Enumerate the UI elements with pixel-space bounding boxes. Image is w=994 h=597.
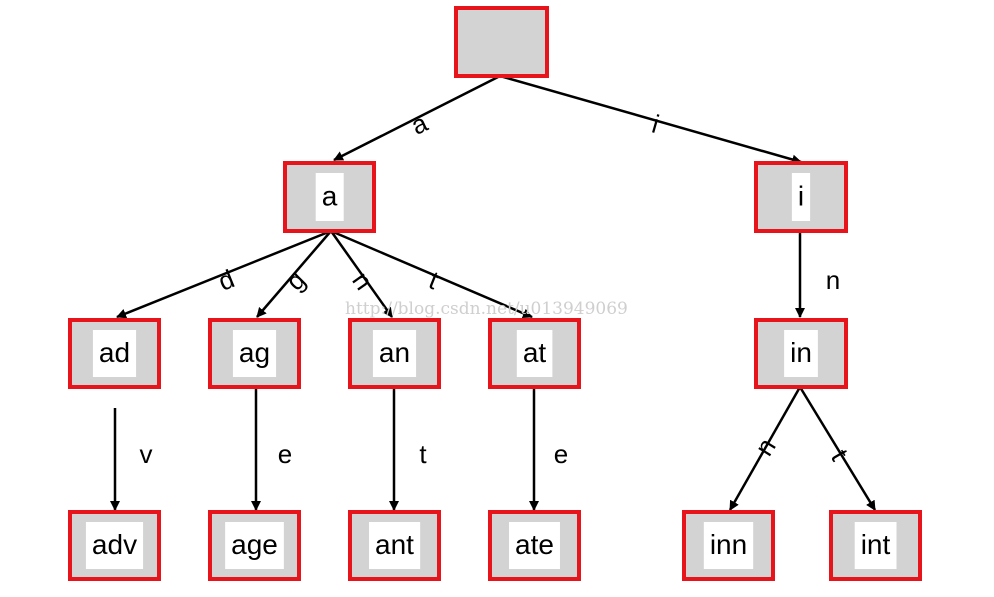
trie-node-inn: inn <box>682 510 775 581</box>
node-box <box>454 6 549 78</box>
node-label-background <box>92 330 137 377</box>
node-label-background <box>516 330 553 377</box>
node-label: ad <box>99 337 130 368</box>
node-label: i <box>798 180 804 211</box>
edge-arrow-a-ag <box>256 230 332 318</box>
node-label: ag <box>239 337 270 368</box>
node-label: in <box>790 337 812 368</box>
node-label-background <box>369 522 421 569</box>
node-label: adv <box>92 529 137 560</box>
trie-node-age: age <box>208 510 301 581</box>
edge-label-a-ag: g <box>280 265 311 296</box>
node-label-background <box>703 522 754 569</box>
node-label: ate <box>515 529 554 560</box>
trie-node-ag: ag <box>208 318 301 389</box>
edge-label-ad-adv: v <box>140 439 153 469</box>
edge-arrow-in-int <box>798 386 877 511</box>
node-label: an <box>379 337 410 368</box>
edge-arrow-a-at <box>330 229 533 319</box>
node-label: int <box>861 529 891 560</box>
node-label: ant <box>375 529 414 560</box>
node-label-background <box>791 173 811 221</box>
node-label-background <box>232 330 277 377</box>
edge-arrow-root-i <box>499 74 802 165</box>
edge-label-root-i: i <box>649 109 663 139</box>
edge-arrow-a-an <box>329 230 394 318</box>
edge-label-a-at: t <box>425 265 444 296</box>
node-label: inn <box>710 529 747 560</box>
trie-node-an: an <box>348 318 441 389</box>
trie-node-root <box>454 6 549 78</box>
trie-node-ad: ad <box>68 318 161 389</box>
edge-label-in-inn: n <box>749 433 782 461</box>
trie-node-at: at <box>488 318 581 389</box>
edge-label-at-ate: e <box>554 439 568 469</box>
trie-node-a: a <box>283 161 376 233</box>
trie-node-i: i <box>754 161 848 233</box>
node-label-background <box>85 522 144 569</box>
node-label-background <box>854 522 897 569</box>
trie-node-adv: adv <box>68 510 161 581</box>
node-label: a <box>322 180 338 211</box>
edge-arrow-a-ad <box>116 229 332 319</box>
trie-node-ant: ant <box>348 510 441 581</box>
edge-arrow-in-inn <box>728 386 802 511</box>
edge-label-an-ant: t <box>419 439 427 469</box>
edge-arrow-root-a <box>333 74 501 162</box>
node-label-background <box>372 330 417 377</box>
trie-node-in: in <box>754 318 848 389</box>
node-label-background <box>784 330 818 377</box>
trie-node-int: int <box>829 510 922 581</box>
node-label-background <box>509 522 560 569</box>
node-label: at <box>523 337 547 368</box>
node-label-background <box>315 173 344 221</box>
edge-label-in-int: t <box>825 444 855 466</box>
watermark-text: http://blog.csdn.net/u013949069 <box>345 299 628 319</box>
edge-label-i-in: n <box>826 265 840 295</box>
trie-node-ate: ate <box>488 510 581 581</box>
edge-label-ag-age: e <box>278 439 292 469</box>
node-label: age <box>231 529 278 560</box>
node-label-background <box>225 522 284 569</box>
